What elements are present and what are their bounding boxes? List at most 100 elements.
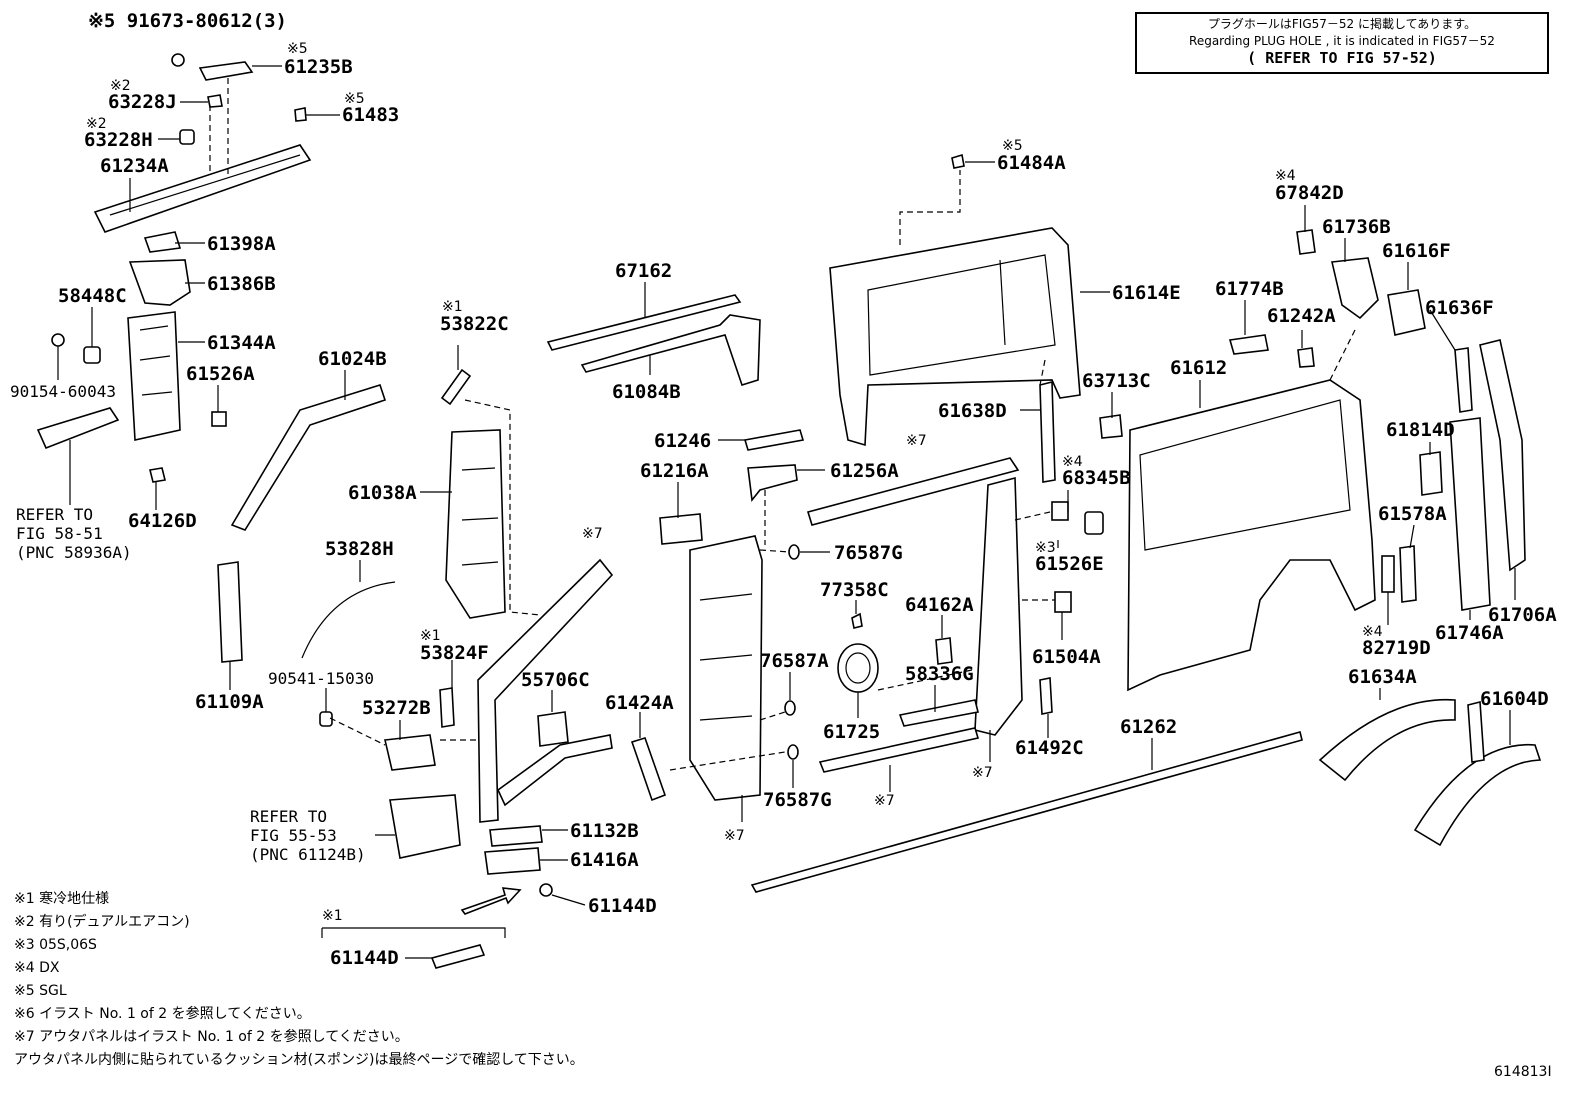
label-61504a[interactable]: 61504A xyxy=(1032,646,1101,668)
dashed-lines xyxy=(209,78,1356,771)
rail-61084b-shape xyxy=(580,314,761,386)
label-61109a[interactable]: 61109A xyxy=(195,691,264,713)
label-63228h[interactable]: 63228H xyxy=(84,129,153,151)
label-61483[interactable]: 61483 xyxy=(342,104,399,126)
legend-item: ※7 アウタパネルはイラスト No. 1 of 2 を参照してください。 xyxy=(14,1029,409,1045)
label-61526a[interactable]: 61526A xyxy=(186,363,255,385)
label-58336g[interactable]: 58336G xyxy=(905,663,974,685)
wheelhouse-61604d-shape xyxy=(1413,743,1542,847)
wheelhouse-61634a-shape xyxy=(1318,698,1456,782)
label-61038a[interactable]: 61038A xyxy=(348,482,417,504)
refer-58936a-line1[interactable]: REFER TO xyxy=(16,505,93,524)
label-63228j[interactable]: 63228J xyxy=(108,91,177,113)
sill-lower-shape xyxy=(818,727,980,773)
label-61612[interactable]: 61612 xyxy=(1170,357,1227,379)
label-61774b[interactable]: 61774B xyxy=(1215,278,1284,300)
label-61616f[interactable]: 61616F xyxy=(1382,240,1451,262)
label-91673[interactable]: ※5 91673-80612(3) xyxy=(88,10,287,32)
legend-item: ※6 イラスト No. 1 of 2 を参照してください。 xyxy=(14,1006,311,1022)
label-63713c[interactable]: 63713C xyxy=(1082,370,1151,392)
label-61344a[interactable]: 61344A xyxy=(207,332,276,354)
label-76587a[interactable]: 76587A xyxy=(760,650,829,672)
label-55706c[interactable]: 55706C xyxy=(521,669,590,691)
label-67162[interactable]: 67162 xyxy=(615,260,672,282)
label-90154[interactable]: 90154-60043 xyxy=(10,382,116,401)
label-61526e[interactable]: 61526E xyxy=(1035,553,1104,575)
label-61024b[interactable]: 61024B xyxy=(318,348,387,370)
label-61614e[interactable]: 61614E xyxy=(1112,282,1181,304)
bracket-61504a-shape xyxy=(1054,591,1072,613)
label-61144d-1[interactable]: 61144D xyxy=(588,895,657,917)
refer-61124b-line3[interactable]: (PNC 61124B) xyxy=(250,845,366,864)
pillar-61706a-shape xyxy=(1479,339,1526,572)
mark-note-7: ※7 xyxy=(906,433,927,449)
clip-61484a-shape xyxy=(951,153,965,169)
pillar-61344a-shape xyxy=(127,311,181,441)
label-61814d[interactable]: 61814D xyxy=(1386,419,1455,441)
bracket-61492c-shape xyxy=(1039,677,1053,715)
label-76587g-1[interactable]: 76587G xyxy=(834,542,903,564)
clip-77358c-shape xyxy=(851,612,863,629)
label-61736b[interactable]: 61736B xyxy=(1322,216,1391,238)
label-61746a[interactable]: 61746A xyxy=(1435,622,1504,644)
label-61578a[interactable]: 61578A xyxy=(1378,503,1447,525)
label-82719d[interactable]: 82719D xyxy=(1362,637,1431,659)
panel-61614e-shape xyxy=(829,227,1081,447)
label-61725[interactable]: 61725 xyxy=(823,721,880,743)
label-61484a[interactable]: 61484A xyxy=(997,152,1066,174)
label-61084b[interactable]: 61084B xyxy=(612,381,681,403)
label-61636f[interactable]: 61636F xyxy=(1425,297,1494,319)
label-53822c[interactable]: 53822C xyxy=(440,313,509,335)
label-76587g-2[interactable]: 76587G xyxy=(763,789,832,811)
gusset-61616f-shape xyxy=(1387,289,1426,336)
mark-note-1: ※1 xyxy=(442,299,463,315)
bracket-64162a-shape xyxy=(935,637,953,665)
label-61638d[interactable]: 61638D xyxy=(938,400,1007,422)
ref-part-61124b-shape xyxy=(389,794,461,859)
legend-item: アウタパネル内側に貼られているクッション材(スポンジ)は最終ページで確認して下さ… xyxy=(14,1052,584,1068)
label-61262[interactable]: 61262 xyxy=(1120,716,1177,738)
refer-58936a-line3[interactable]: (PNC 58936A) xyxy=(16,543,132,562)
refer-61124b-line1[interactable]: REFER TO xyxy=(250,807,327,826)
refer-58936a-line2[interactable]: FIG 58-51 xyxy=(16,524,103,543)
refer-to-notes: REFER TO FIG 58-51 (PNC 58936A) REFER TO… xyxy=(16,505,366,864)
pillar-center-shape xyxy=(689,535,763,801)
label-67842d[interactable]: 67842D xyxy=(1275,182,1344,204)
label-58448c[interactable]: 58448C xyxy=(58,285,127,307)
note-line-en: Regarding PLUG HOLE , it is indicated in… xyxy=(1189,34,1495,48)
label-53272b[interactable]: 53272B xyxy=(362,697,431,719)
reinforcement-61024b-shape xyxy=(230,384,387,531)
label-61144d-2[interactable]: 61144D xyxy=(330,947,399,969)
refer-61124b-line2[interactable]: FIG 55-53 xyxy=(250,826,337,845)
label-61216a[interactable]: 61216A xyxy=(640,460,709,482)
label-64162a[interactable]: 64162A xyxy=(905,594,974,616)
label-90541[interactable]: 90541-15030 xyxy=(268,669,374,688)
label-68345b[interactable]: 68345B xyxy=(1062,467,1131,489)
label-61706a[interactable]: 61706A xyxy=(1488,604,1557,626)
label-61398a[interactable]: 61398A xyxy=(207,233,276,255)
label-61256a[interactable]: 61256A xyxy=(830,460,899,482)
label-61246[interactable]: 61246 xyxy=(654,430,711,452)
label-61416a[interactable]: 61416A xyxy=(570,849,639,871)
label-53828h[interactable]: 53828H xyxy=(325,538,394,560)
note-line-refer[interactable]: ( REFER TO FIG 57-52) xyxy=(1247,49,1437,67)
label-61604d[interactable]: 61604D xyxy=(1480,688,1549,710)
seal-53824f-shape xyxy=(439,687,455,728)
label-53824f[interactable]: 53824F xyxy=(420,642,489,664)
plug-hole-note: プラグホールはFIG57－52 に掲載してあります。 Regarding PLU… xyxy=(1135,12,1549,74)
label-61634a[interactable]: 61634A xyxy=(1348,666,1417,688)
sill-front-shape xyxy=(496,734,613,807)
legend-item: ※3 05S,06S xyxy=(14,937,97,953)
label-64126d[interactable]: 64126D xyxy=(128,510,197,532)
bracket-61578a-shape xyxy=(1399,545,1417,603)
label-61235b[interactable]: 61235B xyxy=(284,56,353,78)
label-77358c[interactable]: 77358C xyxy=(820,579,889,601)
label-61492c[interactable]: 61492C xyxy=(1015,737,1084,759)
mark-note-4: ※4 xyxy=(1062,454,1083,470)
label-61242a[interactable]: 61242A xyxy=(1267,305,1336,327)
pillar-61038a-shape xyxy=(445,429,506,619)
label-61234a[interactable]: 61234A xyxy=(100,155,169,177)
label-61132b[interactable]: 61132B xyxy=(570,820,639,842)
label-61424a[interactable]: 61424A xyxy=(605,692,674,714)
label-61386b[interactable]: 61386B xyxy=(207,273,276,295)
